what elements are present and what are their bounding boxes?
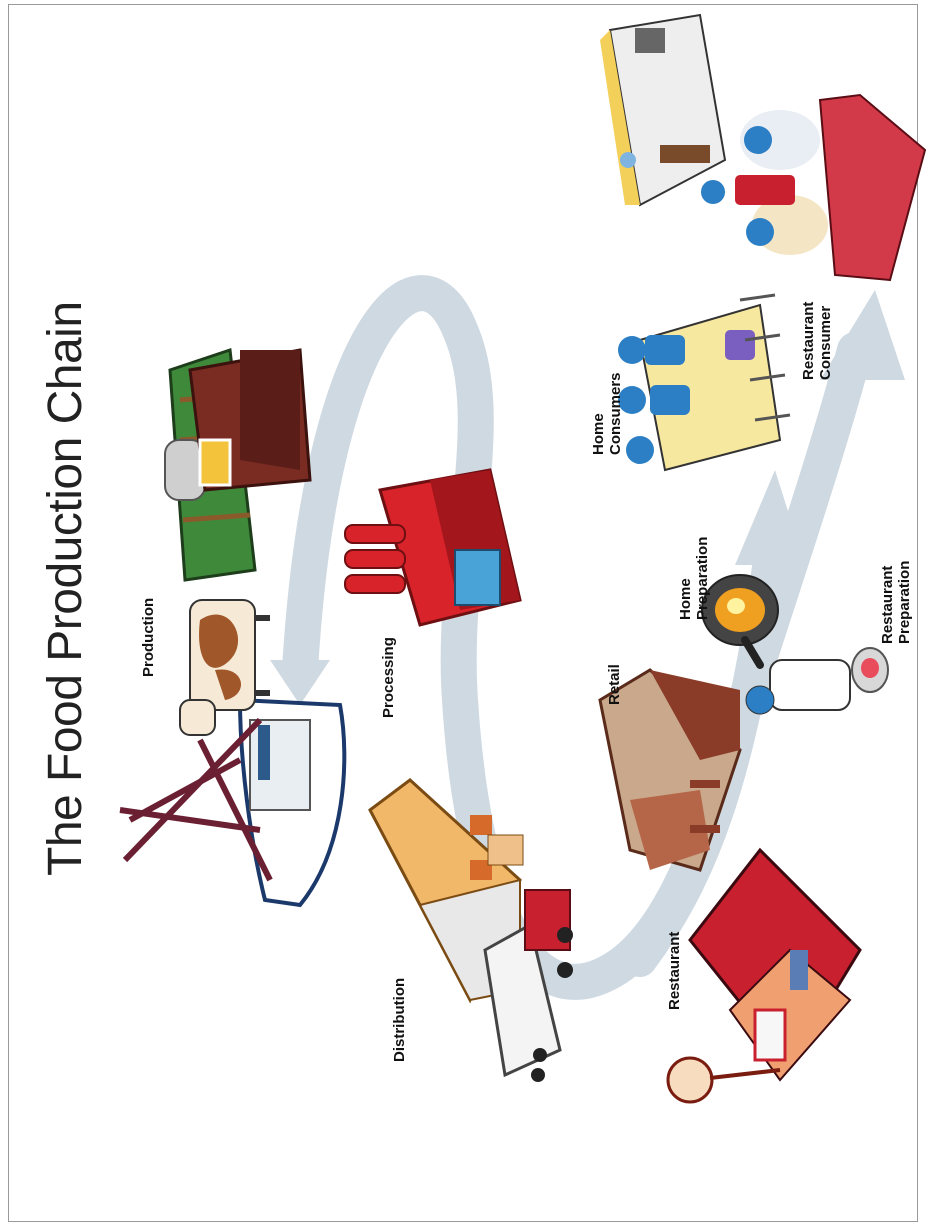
label-restaurant: Restaurant (666, 932, 683, 1010)
label-distribution: Distribution (391, 978, 408, 1062)
home-consumers-icon (618, 295, 790, 470)
farm-barn-icon (165, 350, 310, 580)
label-home-preparation-line1: Home (677, 537, 694, 620)
label-home-consumers: Home Consumers (590, 372, 624, 455)
label-home-preparation-line2: Preparation (694, 537, 711, 620)
label-restaurant-consumer-line1: Restaurant (800, 302, 817, 380)
factory-icon (345, 470, 520, 625)
fishing-boat-icon (120, 700, 344, 905)
label-production: Production (140, 598, 157, 677)
restaurant-consumer-icon (600, 15, 925, 280)
label-retail: Retail (606, 664, 623, 705)
label-restaurant-preparation-line1: Restaurant (879, 561, 896, 644)
label-home-preparation: Home Preparation (677, 537, 711, 620)
label-restaurant-preparation: Restaurant Preparation (879, 561, 913, 644)
label-processing: Processing (380, 637, 397, 718)
arrow-head-processing (270, 660, 330, 705)
diagram-title: The Food Production Chain (38, 301, 93, 876)
label-restaurant-preparation-line2: Preparation (896, 561, 913, 644)
label-restaurant-consumer-line2: Consumer (817, 302, 834, 380)
label-home-consumers-line2: Consumers (607, 372, 624, 455)
label-restaurant-consumer: Restaurant Consumer (800, 302, 834, 380)
label-home-consumers-line1: Home (590, 372, 607, 455)
